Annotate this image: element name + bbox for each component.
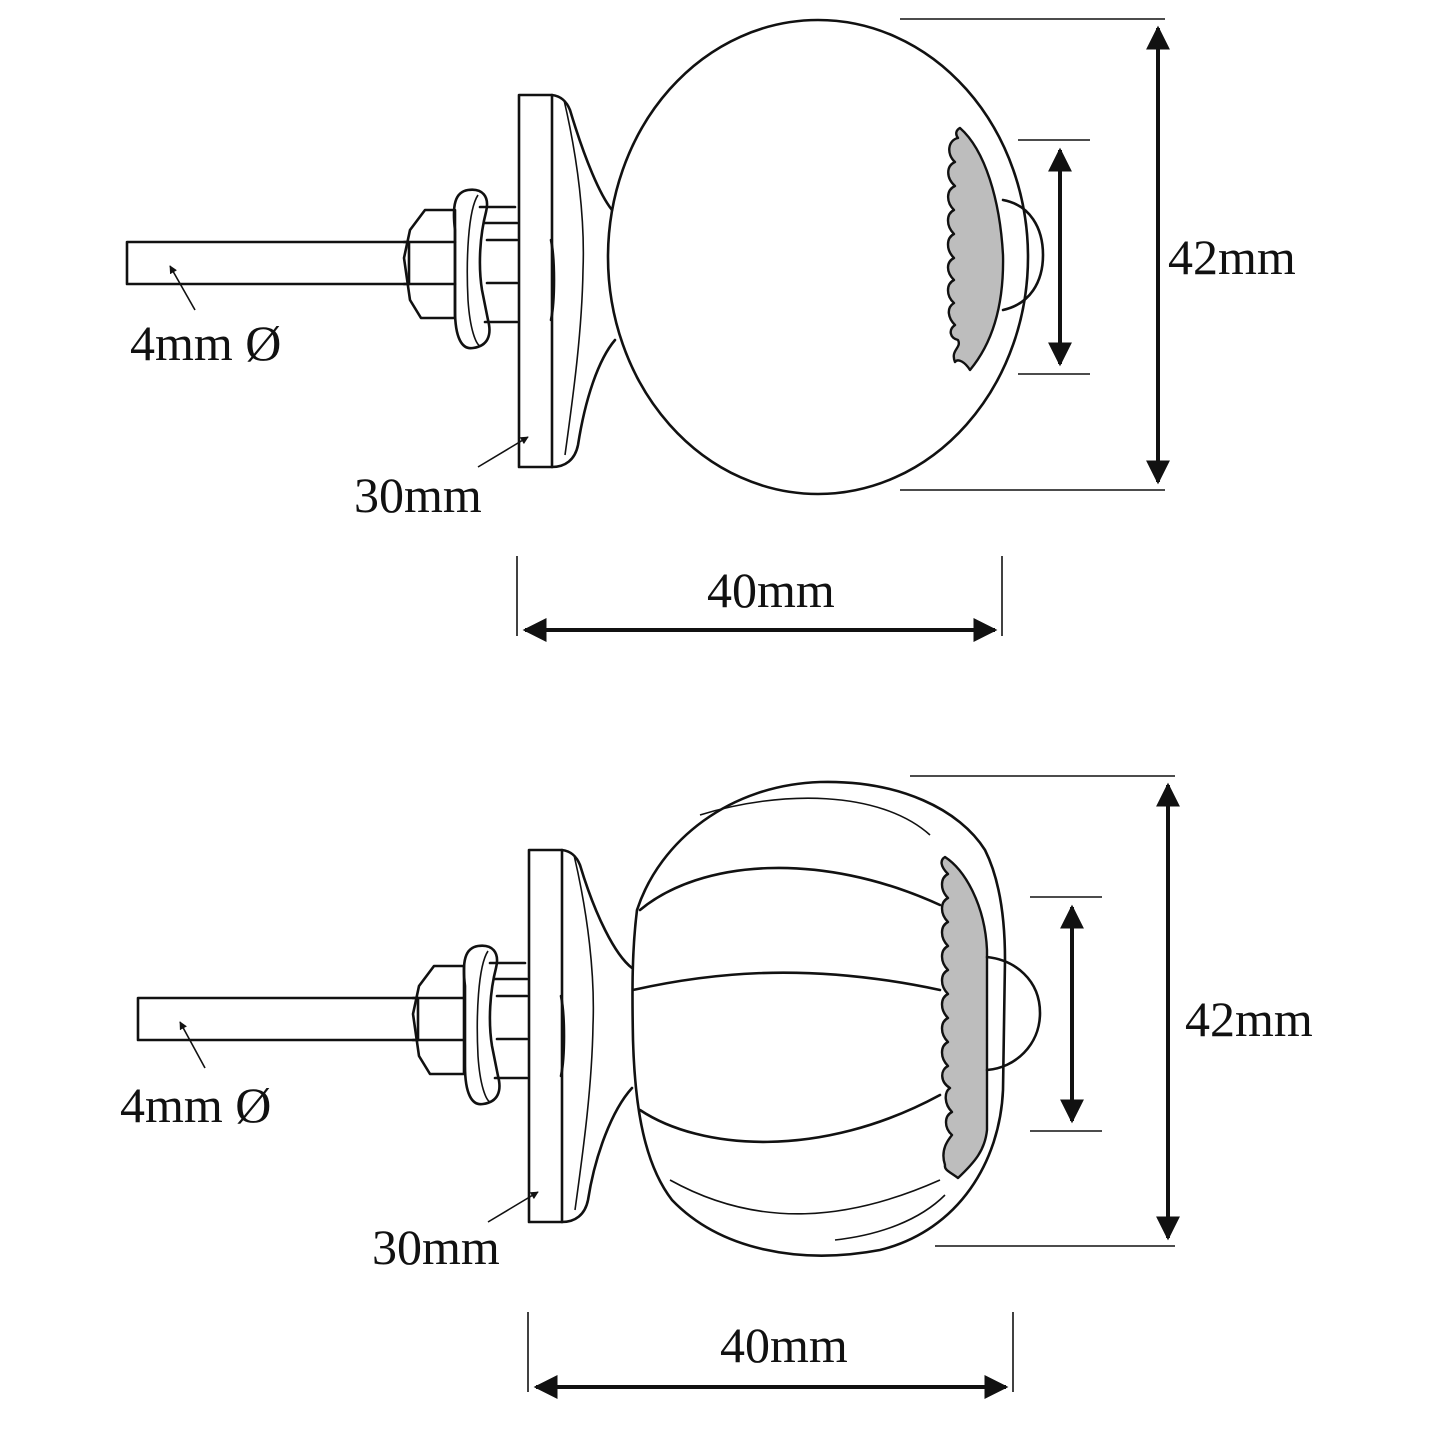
base-plate — [527, 848, 564, 1224]
spindle-shaft — [136, 996, 420, 1042]
washer — [452, 188, 491, 350]
base-diameter-label: 30mm — [354, 467, 482, 523]
melon-knob-drawing: 42mm 40mm 4mm Ø 30mm — [120, 775, 1313, 1399]
spindle-diameter-label: 4mm Ø — [120, 1077, 271, 1133]
length-label: 40mm — [720, 1317, 848, 1373]
height-label: 42mm — [1185, 991, 1313, 1047]
height-label: 42mm — [1168, 229, 1296, 285]
cap-dome — [985, 955, 1042, 1072]
knob-body — [631, 780, 1007, 1257]
decorative-cap — [940, 855, 989, 1180]
round-knob-drawing: 42mm 40mm 4mm Ø 30mm — [125, 18, 1296, 642]
hex-nut — [411, 964, 466, 1076]
knob-body — [606, 18, 1030, 496]
hex-nut — [402, 208, 457, 320]
decorative-cap — [946, 126, 1005, 372]
base-diameter-label: 30mm — [372, 1219, 500, 1275]
spindle-shaft — [125, 240, 411, 286]
length-label: 40mm — [707, 562, 835, 618]
base-plate — [517, 93, 554, 469]
spindle-diameter-label: 4mm Ø — [130, 315, 281, 371]
cap-dome — [1001, 198, 1045, 312]
knob-neck — [550, 93, 614, 212]
washer — [462, 944, 501, 1106]
